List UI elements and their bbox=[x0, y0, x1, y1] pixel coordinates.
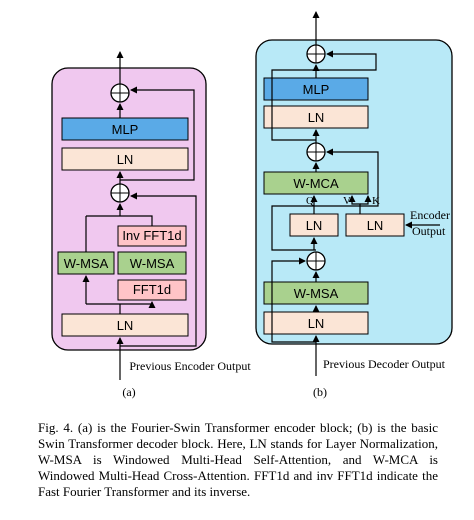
decoder-connectors bbox=[271, 11, 440, 376]
decoder-ln-bottom-label: LN bbox=[308, 316, 325, 331]
decoder-input-label: Previous Decoder Output bbox=[323, 357, 446, 371]
encoder-mlp-label: MLP bbox=[112, 122, 139, 137]
decoder-wmsa-label: W-MSA bbox=[294, 286, 339, 301]
encoder-connectors bbox=[82, 51, 197, 380]
encoder-ln-top-block: LN bbox=[61, 147, 189, 171]
encoder-ln-bottom-block: LN bbox=[61, 313, 189, 337]
decoder-q-label: Q bbox=[306, 195, 314, 207]
decoder-mlp-block: MLP bbox=[263, 77, 369, 101]
encoder-wmsa-right-block: W-MSA bbox=[117, 251, 187, 275]
decoder-panel-label: (b) bbox=[313, 385, 327, 399]
decoder-add-top bbox=[306, 44, 326, 64]
decoder-ln-top-block: LN bbox=[263, 105, 369, 129]
decoder-add-bottom bbox=[306, 251, 326, 271]
encoder-input-label: Previous Encoder Output bbox=[129, 359, 251, 373]
decoder-ln-bottom-block: LN bbox=[263, 311, 369, 335]
figure-caption: Fig. 4. (a) is the Fourier-Swin Transfor… bbox=[38, 420, 438, 499]
decoder-ln-kv-block: LN bbox=[345, 213, 405, 237]
decoder-mlp-label: MLP bbox=[303, 82, 330, 97]
architecture-diagram: MLP LN Inv FFT1d W-MSA W-MSA FFT1d LN bbox=[51, 11, 453, 399]
decoder-ln-top-label: LN bbox=[308, 110, 325, 125]
encoder-ln-top-label: LN bbox=[117, 152, 134, 167]
decoder-encoder-output-label-1: Encoder bbox=[410, 208, 450, 222]
encoder-fft-block: FFT1d bbox=[117, 279, 187, 301]
decoder-wmsa-block: W-MSA bbox=[263, 281, 369, 305]
decoder-add-mid bbox=[306, 142, 326, 162]
encoder-inv-fft-label: Inv FFT1d bbox=[122, 228, 181, 243]
encoder-panel-label: (a) bbox=[122, 385, 135, 399]
encoder-panel bbox=[51, 67, 207, 351]
decoder-k-label: K bbox=[372, 195, 380, 207]
decoder-ln-q-label: LN bbox=[306, 218, 323, 233]
encoder-wmsa-right-label: W-MSA bbox=[130, 256, 175, 271]
encoder-fft-label: FFT1d bbox=[133, 282, 171, 297]
encoder-wmsa-left-block: W-MSA bbox=[57, 251, 115, 275]
decoder-encoder-output-label-2: Output bbox=[412, 224, 446, 238]
decoder-ln-kv-label: LN bbox=[367, 218, 384, 233]
encoder-inv-fft-block: Inv FFT1d bbox=[117, 225, 187, 247]
encoder-wmsa-left-label: W-MSA bbox=[64, 256, 109, 271]
decoder-ln-q-block: LN bbox=[289, 213, 339, 237]
encoder-add-top bbox=[110, 83, 130, 103]
decoder-diagram: MLP LN W-MCA LN LN W-MSA LN bbox=[255, 11, 453, 399]
encoder-ln-bottom-label: LN bbox=[117, 318, 134, 333]
decoder-v-label: V bbox=[343, 195, 351, 207]
decoder-wmca-block: W-MCA bbox=[263, 171, 369, 195]
encoder-add-mid bbox=[110, 183, 130, 203]
decoder-wmca-label: W-MCA bbox=[293, 176, 339, 191]
encoder-mlp-block: MLP bbox=[61, 117, 189, 141]
encoder-diagram: MLP LN Inv FFT1d W-MSA W-MSA FFT1d LN bbox=[51, 51, 251, 399]
